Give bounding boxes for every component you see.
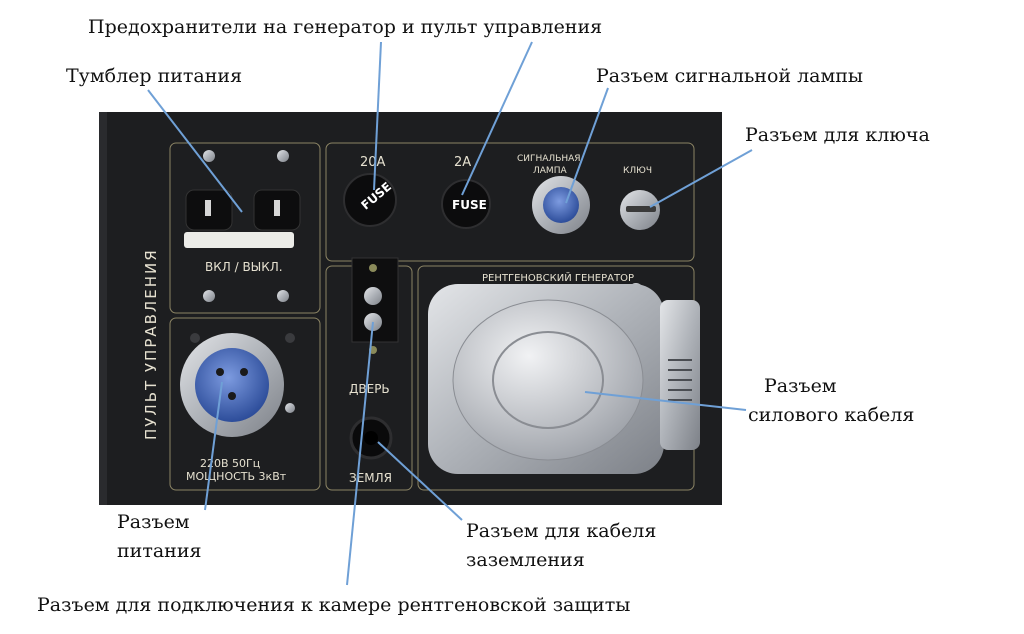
power-spec-2: МОЩНОСТЬ 3кВт (186, 470, 287, 483)
switch-bar (184, 232, 294, 248)
on-off-label: ВКЛ / ВЫКЛ. (205, 260, 283, 274)
callout-ground-1: Разъем для кабеля (466, 520, 656, 542)
control-panel: ПУЛЬТ УПРАВЛЕНИЯ ВКЛ / ВЫКЛ. 20A (99, 112, 722, 505)
leader-fuse-2a (461, 41, 533, 196)
fuse-2a-word: FUSE (452, 198, 487, 212)
leader-fuse-20a (373, 41, 382, 191)
callout-power-switch: Тумблер питания (66, 65, 242, 87)
door-label: ДВЕРЬ (349, 382, 390, 396)
terminal-screw-1[interactable] (364, 287, 382, 305)
leader-power-switch (147, 89, 243, 213)
callout-signal-lamp: Разъем сигнальной лампы (596, 65, 863, 87)
generator-spring (668, 359, 692, 401)
leader-lines (147, 41, 753, 586)
power-input-socket[interactable] (195, 348, 269, 422)
key-slot (626, 206, 656, 212)
callout-power-input-1: Разъем (117, 511, 190, 533)
leader-power-input (204, 381, 223, 511)
key-label: КЛЮЧ (623, 166, 652, 176)
generator-socket[interactable]: РЕНТГЕНОВСКИЙ ГЕНЕРАТОР (428, 271, 700, 474)
callout-fuses: Предохранители на генератор и пульт упра… (88, 16, 602, 38)
generator-cover-ring (492, 331, 604, 429)
ground-socket[interactable]: ЗЕМЛЯ (349, 416, 393, 485)
leader-power-cable (584, 391, 747, 411)
fuse-2a-cap[interactable] (441, 179, 491, 229)
callout-ground-2: заземления (466, 549, 585, 571)
fuse-20a[interactable]: 20A FUSE (343, 155, 397, 227)
callout-power-cable-2: силового кабеля (748, 404, 914, 426)
toggle-left-mark (205, 200, 211, 216)
fuse-20a-label: 20A (360, 155, 386, 170)
lamp-label-2: ЛАМПА (533, 166, 567, 176)
leader-key (649, 149, 753, 208)
lamp-socket[interactable] (543, 187, 579, 223)
leader-signal-lamp (565, 87, 609, 204)
callout-chamber: Разъем для подключения к камере рентгено… (37, 594, 630, 616)
signal-lamp-connector[interactable]: СИГНАЛЬНАЯ ЛАМПА (517, 154, 590, 234)
generator-hinge (660, 300, 700, 450)
leader-ground (377, 441, 463, 521)
generator-cover[interactable] (452, 299, 644, 461)
door-terminal-block[interactable]: ДВЕРЬ (349, 257, 399, 396)
panel-edge (99, 112, 107, 505)
leader-chamber (346, 321, 374, 586)
lamp-label-1: СИГНАЛЬНАЯ (517, 154, 581, 164)
ground-label: ЗЕМЛЯ (349, 471, 392, 485)
power-input-connector[interactable]: 220В 50Гц МОЩНОСТЬ 3кВт (180, 333, 287, 483)
generator-label: РЕНТГЕНОВСКИЙ ГЕНЕРАТОР (482, 271, 634, 284)
fuse-20a-cap[interactable] (343, 173, 397, 227)
fuse-2a-label: 2A (454, 155, 471, 170)
callout-power-cable-1: Разъем (764, 375, 837, 397)
callout-labels: Предохранители на генератор и пульт упра… (37, 16, 930, 616)
panel-title: ПУЛЬТ УПРАВЛЕНИЯ (142, 248, 160, 440)
power-spec-1: 220В 50Гц (200, 457, 260, 470)
callout-power-input-2: питания (117, 540, 201, 562)
power-switch[interactable]: ВКЛ / ВЫКЛ. (184, 189, 301, 274)
fuse-2a[interactable]: 2A FUSE (441, 155, 491, 229)
toggle-right-mark (274, 200, 280, 216)
key-switch[interactable]: КЛЮЧ (620, 166, 660, 230)
callout-key: Разъем для ключа (745, 124, 930, 146)
